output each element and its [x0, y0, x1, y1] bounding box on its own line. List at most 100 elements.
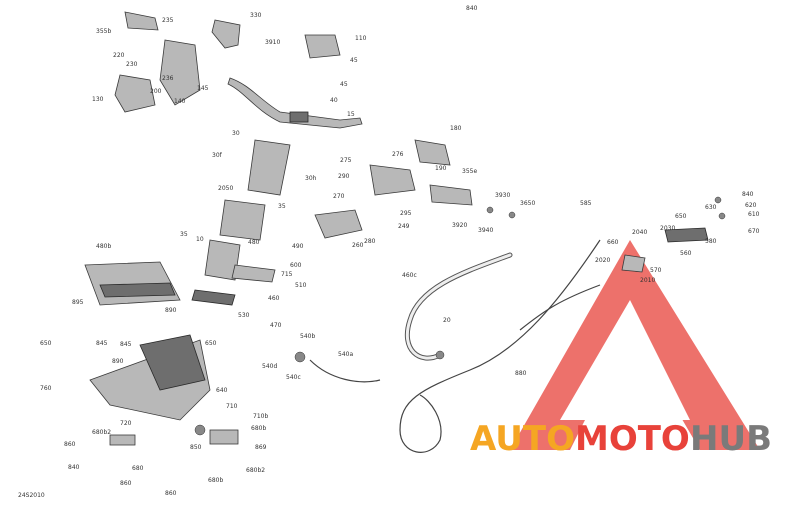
- bracket-460: [231, 264, 276, 283]
- callout-220: 220: [113, 52, 125, 59]
- callout-236: 236: [162, 75, 174, 82]
- housing-290: [369, 164, 416, 196]
- column-lower: [204, 239, 241, 281]
- figure-code: 24S2010: [18, 492, 45, 499]
- callout-130: 130: [92, 96, 104, 103]
- throttle-cable: [399, 239, 601, 453]
- part-720: [109, 434, 136, 446]
- callout-2050: 2050: [218, 185, 233, 192]
- part-3650: [508, 211, 516, 219]
- callout-3910: 3910: [265, 39, 280, 46]
- callout-260: 260: [352, 242, 364, 249]
- callout-3930: 3930: [495, 192, 510, 199]
- part-680: [209, 429, 239, 445]
- callout-600: 600: [290, 262, 302, 269]
- watermark-wordmark: AUTO MOTO HUB: [470, 419, 772, 459]
- callout-270: 270: [333, 193, 345, 200]
- handlebar-grip-center: [289, 111, 309, 123]
- callout-840: 840: [466, 5, 478, 12]
- cover-260: [314, 209, 363, 239]
- callout-295: 295: [400, 210, 412, 217]
- callout-670: 670: [748, 228, 760, 235]
- callout-140: 140: [174, 98, 186, 105]
- callout-145: 145: [197, 85, 209, 92]
- callout-680b2: 680b2: [92, 429, 111, 436]
- callout-840: 840: [68, 464, 80, 471]
- callout-760: 760: [40, 385, 52, 392]
- housing-140: [159, 39, 201, 106]
- callout-355e: 355e: [462, 168, 477, 175]
- callout-290: 290: [338, 173, 350, 180]
- vent-hose: [404, 252, 513, 361]
- callout-35: 35: [278, 203, 286, 210]
- part-869: [194, 424, 206, 436]
- callout-890: 890: [165, 307, 177, 314]
- callout-620: 620: [745, 202, 757, 209]
- callout-3920: 3920: [452, 222, 467, 229]
- callout-715: 715: [281, 271, 293, 278]
- steering-column: [191, 139, 291, 306]
- watermark-moto: MOTO: [575, 419, 690, 459]
- callout-585: 585: [580, 200, 592, 207]
- callout-895: 895: [72, 299, 84, 306]
- watermark-hub: HUB: [690, 419, 772, 459]
- small-parts: [109, 206, 516, 446]
- grip-20: [191, 289, 236, 306]
- callout-30h: 30h: [305, 175, 317, 182]
- callout-15: 15: [347, 111, 355, 118]
- callout-45: 45: [340, 81, 348, 88]
- callout-710: 710: [226, 403, 238, 410]
- hoses-and-cables: [309, 239, 601, 453]
- part-3930: [486, 206, 494, 214]
- cover-715: [84, 261, 181, 306]
- part-670: [718, 212, 726, 220]
- callout-200: 200: [150, 88, 162, 95]
- callout-540a: 540a: [338, 351, 353, 358]
- callout-190: 190: [435, 165, 447, 172]
- callout-860: 860: [120, 480, 132, 487]
- callout-355b: 355b: [96, 28, 111, 35]
- callout-30: 30: [232, 130, 240, 137]
- callout-35: 35: [180, 231, 188, 238]
- callout-650: 650: [205, 340, 217, 347]
- callout-510: 510: [295, 282, 307, 289]
- watermark-auto: AUTO: [470, 419, 575, 459]
- callout-2040: 2040: [632, 229, 647, 236]
- callout-540d: 540d: [262, 363, 277, 370]
- callout-276: 276: [392, 151, 404, 158]
- callout-3940: 3940: [478, 227, 493, 234]
- callout-280: 280: [364, 238, 376, 245]
- callout-650: 650: [675, 213, 687, 220]
- callout-230: 230: [126, 61, 138, 68]
- handlebar-assembly: [114, 11, 473, 239]
- callout-845: 845: [120, 341, 132, 348]
- callout-249: 249: [398, 223, 410, 230]
- lever-180: [414, 139, 451, 166]
- throttle-group: [621, 196, 726, 273]
- callout-680b: 680b: [208, 477, 223, 484]
- callout-710b: 710b: [253, 413, 268, 420]
- callout-640: 640: [216, 387, 228, 394]
- callout-470: 470: [270, 322, 282, 329]
- callout-2020: 2020: [595, 257, 610, 264]
- part-540a: [294, 351, 306, 363]
- body-2030: [621, 254, 646, 273]
- callout-720: 720: [120, 420, 132, 427]
- callout-40: 40: [330, 97, 338, 104]
- bracket-330: [211, 19, 241, 49]
- callout-840: 840: [742, 191, 754, 198]
- cover-130: [114, 74, 156, 113]
- watermark-logo: [510, 240, 760, 450]
- callout-680: 680: [132, 465, 144, 472]
- callout-869: 869: [255, 444, 267, 451]
- callout-2010: 2010: [640, 277, 655, 284]
- callout-890: 890: [112, 358, 124, 365]
- assy-2010: [664, 227, 709, 243]
- grip-355e: [429, 184, 473, 206]
- callout-560: 560: [680, 250, 692, 257]
- callout-530: 530: [238, 312, 250, 319]
- grip-355b: [124, 11, 159, 31]
